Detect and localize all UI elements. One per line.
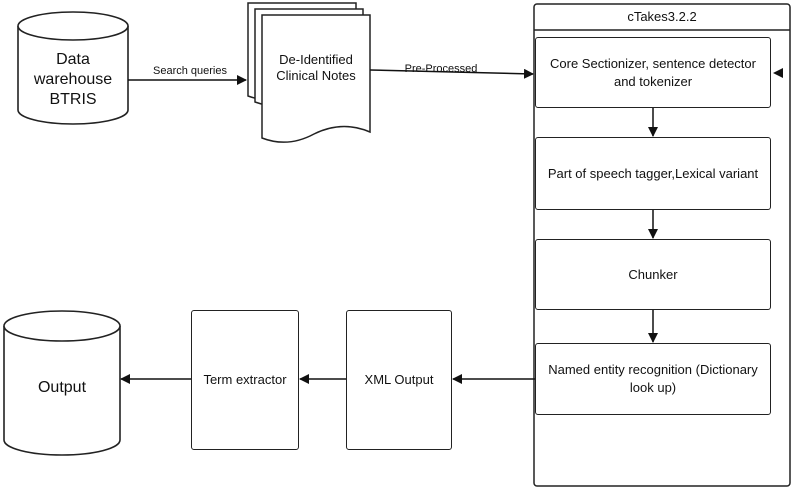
xml-output-box: XML Output — [346, 310, 452, 450]
data-warehouse-label: Data warehouse BTRIS — [18, 50, 128, 110]
data-warehouse-line-1: Data — [56, 51, 90, 68]
output-cylinder — [3, 310, 121, 456]
data-warehouse-cylinder — [17, 11, 129, 125]
clinical-notes-document-stack — [247, 2, 371, 143]
ctakes-title: cTakes3.2.2 — [627, 9, 697, 24]
clinical-notes-line-1: De-Identified — [279, 52, 353, 67]
clinical-notes-label: De-Identified Clinical Notes — [262, 52, 370, 85]
pre-processed-label: Pre-Processed — [404, 63, 478, 75]
core-box: Core Sectionizer, sentence detector and … — [535, 37, 771, 108]
ner-box: Named entity recognition (Dictionary loo… — [535, 343, 771, 415]
output-label: Output — [37, 379, 87, 396]
search-queries-label: Search queries — [153, 65, 227, 77]
data-warehouse-line-2: warehouse — [33, 71, 113, 88]
pre-processed-arrow — [369, 68, 534, 79]
core-side-marker-icon — [773, 68, 783, 78]
term-extractor-box: Term extractor — [191, 310, 299, 450]
clinical-notes-line-2: Clinical Notes — [276, 68, 356, 84]
data-warehouse-line-3: BTRIS — [49, 91, 97, 108]
chunker-box: Chunker — [535, 239, 771, 310]
pos-box: Part of speech tagger,Lexical variant — [535, 137, 771, 210]
